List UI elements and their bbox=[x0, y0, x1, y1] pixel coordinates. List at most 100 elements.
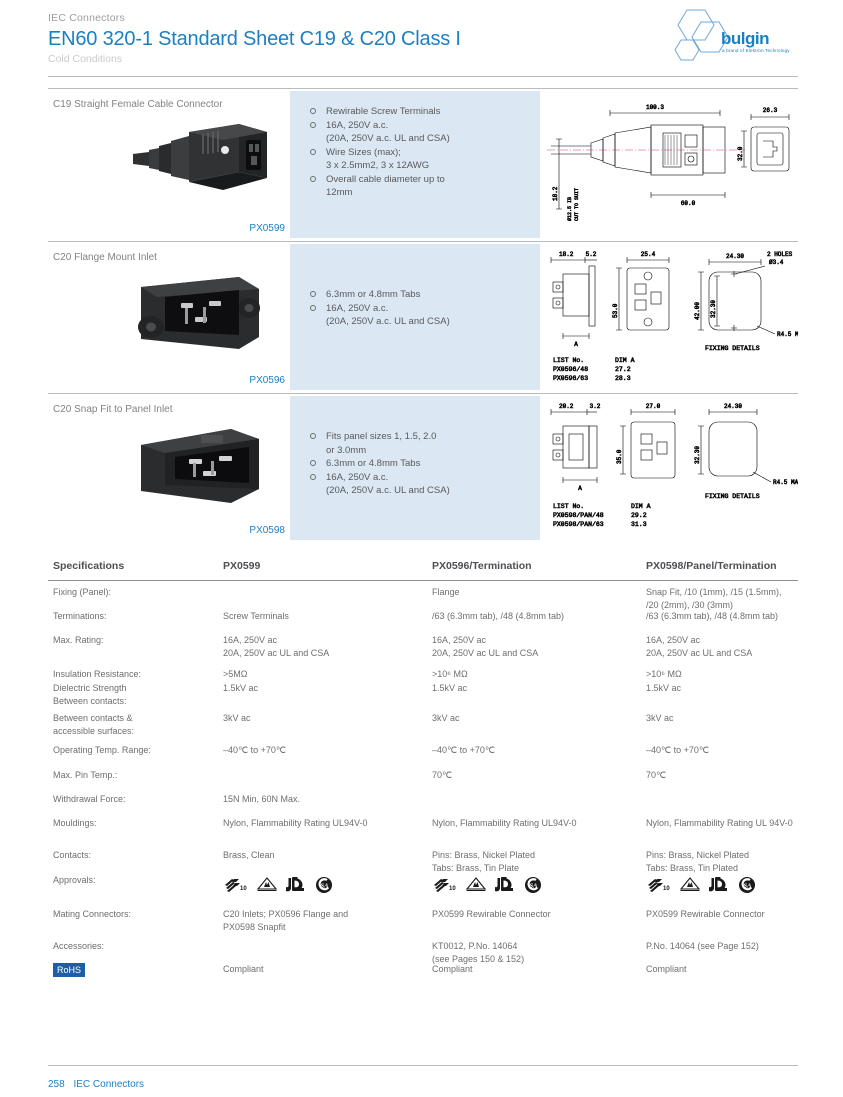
header-subtitle: Cold Conditions bbox=[48, 53, 123, 65]
section-divider bbox=[48, 241, 798, 242]
feature-bullet: 6.3mm or 4.8mm Tabs bbox=[310, 457, 532, 471]
svg-text:Ø12.5 IB: Ø12.5 IB bbox=[566, 197, 573, 221]
table-cell: 1.5kV ac bbox=[223, 683, 259, 693]
table-cell: >5MΩ bbox=[223, 669, 248, 679]
feature-bullet: 16A, 250V a.c.(20A, 250V a.c. UL and CSA… bbox=[310, 471, 532, 498]
product-photo-px0598 bbox=[53, 415, 285, 515]
approvals-cell: 10 SA bbox=[646, 874, 843, 896]
svg-text:A: A bbox=[578, 485, 582, 492]
svg-text:29.2: 29.2 bbox=[631, 512, 647, 519]
section-title: C19 Straight Female Cable Connector bbox=[53, 99, 223, 110]
table-cell: Nylon, Flammability Rating UL94V-0 bbox=[223, 818, 368, 828]
table-cell: /63 (6.3mm tab), /48 (4.8mm tab) bbox=[432, 611, 565, 621]
svg-text:28.3: 28.3 bbox=[615, 375, 631, 382]
table-cell: Brass, Clean bbox=[223, 850, 275, 860]
svg-text:SA: SA bbox=[744, 883, 753, 890]
hexagon-logo-icon bbox=[674, 9, 729, 61]
feature-bullet-text: Wire Sizes (max);3 x 2.5mm2, 3 x 12AWG bbox=[326, 146, 430, 172]
row-label: Mating Connectors: bbox=[53, 909, 132, 919]
svg-text:DIM A: DIM A bbox=[631, 503, 651, 510]
feature-bullet: 16A, 250V a.c.(20A, 250V a.c. UL and CSA… bbox=[310, 302, 532, 329]
table-cell: Compliant bbox=[432, 964, 473, 974]
svg-text:25.4: 25.4 bbox=[641, 251, 656, 258]
feature-bullet-text: 6.3mm or 4.8mm Tabs bbox=[326, 458, 421, 469]
features-list: 6.3mm or 4.8mm Tabs 16A, 250V a.c.(20A, 2… bbox=[310, 288, 532, 329]
svg-text:10: 10 bbox=[663, 886, 670, 892]
page-header: IEC Connectors EN60 320-1 Standard Sheet… bbox=[48, 12, 798, 74]
table-cell: PX0599 Rewirable Connector bbox=[646, 909, 765, 919]
bullet-circle-icon bbox=[310, 430, 326, 439]
svg-text:27.2: 27.2 bbox=[615, 366, 631, 373]
bulgin-logo: bulgin a brand of Elektron Technology bbox=[665, 8, 800, 68]
row-label: Operating Temp. Range: bbox=[53, 745, 151, 755]
row-label: Contacts: bbox=[53, 850, 92, 860]
ccc-10-mark-icon: 10 bbox=[432, 876, 458, 894]
svg-text:60.0: 60.0 bbox=[681, 200, 696, 207]
row-label: Max. Rating: bbox=[53, 635, 104, 645]
vde-mark-icon bbox=[256, 876, 278, 894]
row-label: Max. Pin Temp.: bbox=[53, 770, 118, 780]
vde-mark-icon bbox=[465, 876, 487, 894]
table-cell: 1.5kV ac bbox=[432, 683, 468, 693]
row-label: Terminations: bbox=[53, 611, 107, 621]
svg-text:20.2: 20.2 bbox=[559, 403, 574, 410]
approvals-cell: 10 SA bbox=[223, 874, 428, 896]
svg-text:DIM A: DIM A bbox=[615, 357, 635, 364]
bullet-circle-icon bbox=[310, 105, 326, 114]
svg-text:Ø3.4: Ø3.4 bbox=[769, 259, 784, 266]
csa-mark-icon: SA bbox=[523, 876, 545, 894]
svg-text:SA: SA bbox=[530, 883, 539, 890]
row-label: Withdrawal Force: bbox=[53, 794, 126, 804]
column-header-px0596: PX0596/Termination bbox=[432, 560, 532, 572]
svg-text:LIST No.: LIST No. bbox=[553, 357, 584, 364]
svg-text:18.2: 18.2 bbox=[559, 251, 574, 258]
bullet-circle-icon bbox=[310, 302, 326, 311]
table-cell: 15N Min, 60N Max. bbox=[223, 794, 301, 804]
feature-bullet-text: 6.3mm or 4.8mm Tabs bbox=[326, 289, 421, 300]
table-cell: 70℃ bbox=[432, 770, 453, 780]
header-divider bbox=[48, 76, 798, 77]
svg-text:PX0596/63: PX0596/63 bbox=[553, 375, 588, 382]
table-cell: KT0012, P.No. 14064(see Pages 150 & 152) bbox=[432, 941, 525, 964]
column-header-specifications: Specifications bbox=[53, 560, 125, 572]
bullet-circle-icon bbox=[310, 288, 326, 297]
row-label: Between contacts &accessible surfaces: bbox=[53, 713, 135, 736]
table-cell: 3kV ac bbox=[646, 713, 674, 723]
table-cell: 3kV ac bbox=[432, 713, 460, 723]
svg-text:PX0598/PAN/63: PX0598/PAN/63 bbox=[553, 521, 604, 528]
table-cell: Compliant bbox=[646, 964, 687, 974]
table-cell: 3kV ac bbox=[223, 713, 251, 723]
row-label: Insulation Resistance: bbox=[53, 669, 142, 679]
feature-bullet: Rewirable Screw Terminals bbox=[310, 105, 532, 119]
svg-text:24.30: 24.30 bbox=[726, 253, 744, 260]
table-cell: 70℃ bbox=[646, 770, 667, 780]
svg-text:53.0: 53.0 bbox=[612, 303, 619, 318]
table-header-divider bbox=[48, 580, 798, 581]
product-code-px0596: PX0596 bbox=[249, 375, 285, 386]
column-header-px0598: PX0598/Panel/Termination bbox=[646, 560, 777, 572]
feature-bullet-text: 16A, 250V a.c.(20A, 250V a.c. UL and CSA… bbox=[326, 302, 450, 328]
row-label: Mouldings: bbox=[53, 818, 97, 828]
svg-text:LIST No.: LIST No. bbox=[553, 503, 584, 510]
product-section-c19: C19 Straight Female Cable Connector bbox=[48, 88, 798, 241]
technical-drawing-px0598: 20.2 3.2 A 27.0 bbox=[545, 396, 798, 540]
table-cell: P.No. 14064 (see Page 152) bbox=[646, 941, 759, 951]
technical-drawing-px0596: 18.2 5.2 A 25.4 bbox=[545, 244, 798, 390]
svg-text:10: 10 bbox=[240, 886, 247, 892]
row-label: RoHS bbox=[53, 963, 218, 977]
product-section-c20-flange: C20 Flange Mount Inlet bbox=[48, 241, 798, 393]
table-cell: Flange bbox=[432, 587, 460, 597]
table-cell: >10⁶ MΩ bbox=[646, 669, 682, 679]
feature-bullet-text: 16A, 250V a.c.(20A, 250V a.c. UL and CSA… bbox=[326, 471, 450, 497]
svg-text:2 HOLES: 2 HOLES bbox=[767, 251, 793, 258]
